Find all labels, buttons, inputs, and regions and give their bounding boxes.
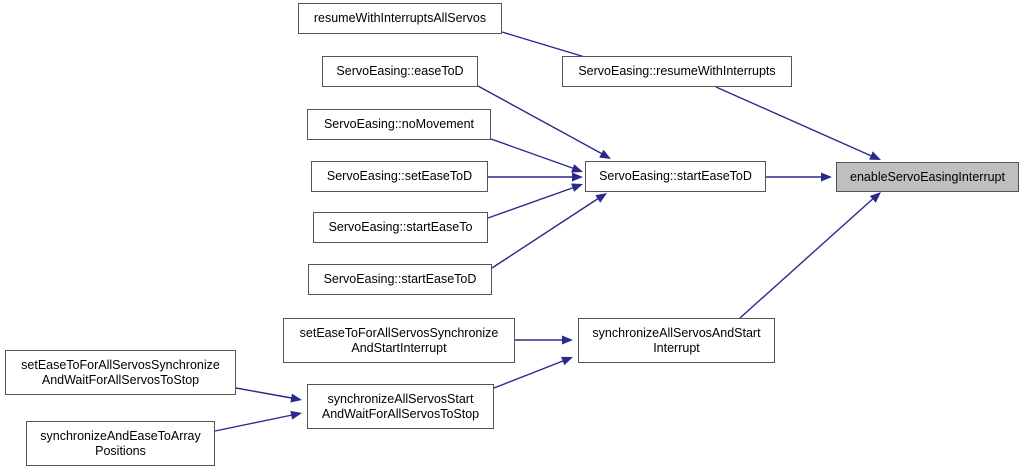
graph-node-label: synchronizeAllServosStart AndWaitForAllS… (321, 391, 480, 421)
call-edge (487, 185, 579, 219)
call-edge (214, 413, 298, 432)
graph-node-label: ServoEasing::startEaseTo (328, 220, 473, 234)
graph-node-synchronizeAllServosAndStartInterrupt[interactable]: synchronizeAllServosAndStart Interrupt (578, 318, 775, 363)
arrow-head-icon (821, 172, 832, 182)
graph-node-enableServoEasingInterrupt[interactable]: enableServoEasingInterrupt (836, 162, 1019, 192)
graph-node-label: setEaseToForAllServosSynchronize AndStar… (299, 325, 499, 355)
graph-node-synchronizeAllServosStartAndWaitForAllServosToStop[interactable]: synchronizeAllServosStart AndWaitForAllS… (307, 384, 494, 429)
graph-node-label: ServoEasing::startEaseToD (599, 169, 752, 183)
graph-node-label: ServoEasing::startEaseToD (323, 272, 477, 286)
arrow-head-icon (290, 410, 302, 420)
graph-node-resumeWithInterruptsAllServos[interactable]: resumeWithInterruptsAllServos (298, 3, 502, 34)
call-edge (477, 85, 607, 157)
graph-node-ServoEasing_startEaseToD_left[interactable]: ServoEasing::startEaseToD (308, 264, 492, 295)
graph-node-ServoEasing_setEaseToD[interactable]: ServoEasing::setEaseToD (311, 161, 488, 192)
graph-node-label: enableServoEasingInterrupt (850, 169, 1005, 184)
arrow-head-icon (562, 335, 573, 345)
graph-node-label: synchronizeAndEaseToArray Positions (40, 428, 201, 458)
call-edge (739, 195, 877, 319)
graph-node-synchronizeAndEaseToArrayPositions[interactable]: synchronizeAndEaseToArray Positions (26, 421, 215, 466)
arrow-head-icon (561, 356, 573, 366)
graph-node-label: resumeWithInterruptsAllServos (313, 11, 487, 25)
call-edge (715, 86, 877, 159)
arrow-head-icon (572, 172, 583, 182)
graph-node-setEaseToForAllServosSynchronizeAndStartInterrupt[interactable]: setEaseToForAllServosSynchronize AndStar… (283, 318, 515, 363)
graph-node-ServoEasing_noMovement[interactable]: ServoEasing::noMovement (307, 109, 491, 140)
graph-node-label: ServoEasing::resumeWithInterrupts (578, 64, 776, 78)
arrow-head-icon (571, 164, 583, 173)
call-edge (491, 195, 603, 269)
graph-node-label: synchronizeAllServosAndStart Interrupt (592, 325, 761, 355)
graph-node-label: ServoEasing::noMovement (323, 117, 475, 131)
graph-node-setEaseToForAllServosSynchronizeAndWaitForAllServosToStop[interactable]: setEaseToForAllServosSynchronize AndWait… (5, 350, 236, 395)
call-edge (490, 138, 579, 171)
graph-node-ServoEasing_easeToD[interactable]: ServoEasing::easeToD (322, 56, 478, 87)
call-edge (235, 387, 298, 400)
graph-node-ServoEasing_resumeWithInterrupts[interactable]: ServoEasing::resumeWithInterrupts (562, 56, 792, 87)
call-edge (493, 358, 569, 389)
graph-node-label: setEaseToForAllServosSynchronize AndWait… (21, 357, 220, 387)
graph-node-label: ServoEasing::easeToD (336, 64, 464, 78)
graph-node-ServoEasing_startEaseToD_center[interactable]: ServoEasing::startEaseToD (585, 161, 766, 192)
graph-node-label: ServoEasing::setEaseToD (326, 169, 473, 183)
graph-node-ServoEasing_startEaseTo[interactable]: ServoEasing::startEaseTo (313, 212, 488, 243)
arrow-head-icon (571, 183, 583, 192)
arrow-head-icon (290, 393, 302, 403)
